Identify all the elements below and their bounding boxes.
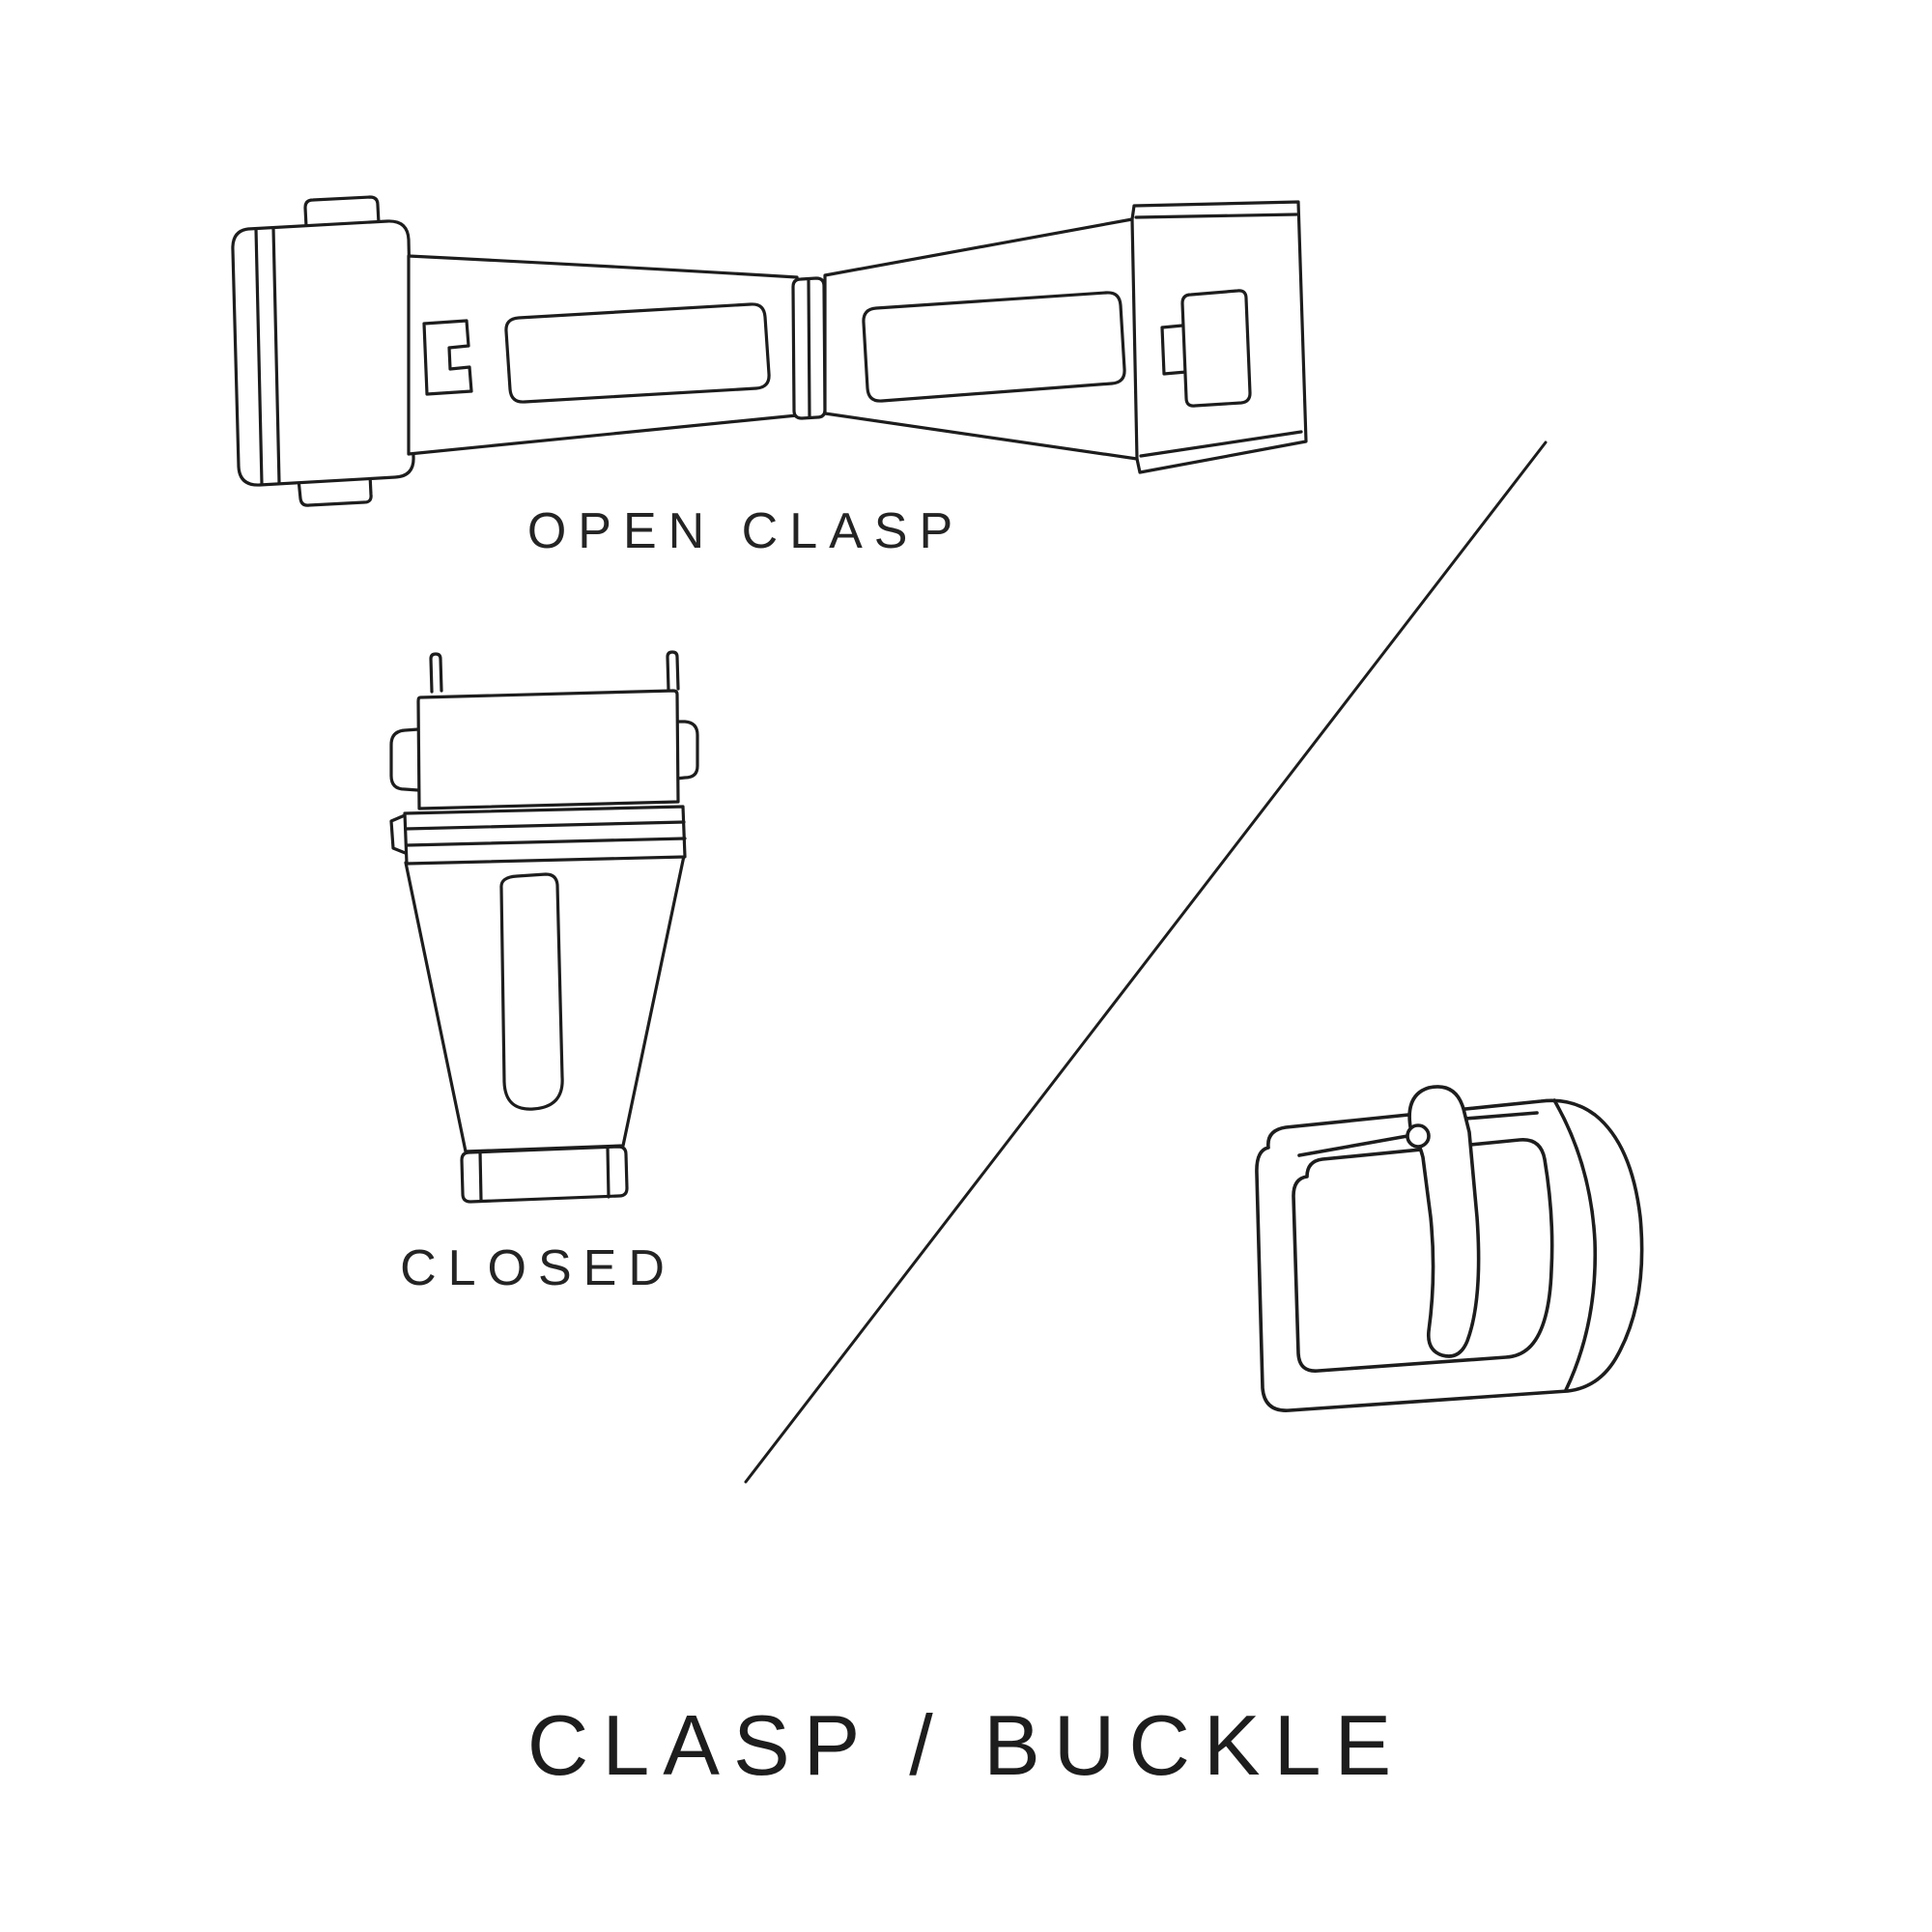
clasp-hook-notch <box>422 319 473 396</box>
open-clasp-illustration <box>231 195 1308 507</box>
buckle-pin <box>1406 1085 1481 1358</box>
buckle-axle <box>1297 1111 1539 1157</box>
closed-clasp-illustration <box>389 650 699 1204</box>
closed-clasp-band <box>403 805 687 866</box>
closed-clasp-end-cap <box>460 1145 629 1204</box>
buckle-opening <box>1292 1138 1554 1373</box>
closed-clasp-body <box>389 805 687 1153</box>
clasp-catch <box>1180 289 1252 408</box>
pin-buckle-illustration <box>1255 1085 1644 1412</box>
closed-clasp-right-tab <box>673 720 699 781</box>
page-title: CLASP / BUCKLE <box>526 1697 1406 1793</box>
closed-clasp-prongs <box>429 650 680 694</box>
clasp-catch-hook <box>1160 324 1188 376</box>
buckle-pin-ring <box>1406 1123 1431 1149</box>
clasp-left-window <box>504 302 771 404</box>
closed-clasp-label: CLOSED <box>400 1240 676 1296</box>
closed-clasp-slot <box>499 872 564 1111</box>
closed-clasp-left-tab <box>389 727 420 792</box>
closed-clasp-top-block <box>389 689 699 810</box>
buckle-edge-thickness <box>1552 1098 1598 1392</box>
clasp-left-arm <box>407 254 799 456</box>
clasp-right-window <box>862 291 1126 403</box>
clasp-right-arm <box>823 200 1308 474</box>
clasp-hinge <box>791 276 827 420</box>
closed-clasp-fold <box>389 813 410 856</box>
clasp-left-endpiece <box>231 195 415 507</box>
open-clasp-label: OPEN CLASP <box>526 503 965 559</box>
